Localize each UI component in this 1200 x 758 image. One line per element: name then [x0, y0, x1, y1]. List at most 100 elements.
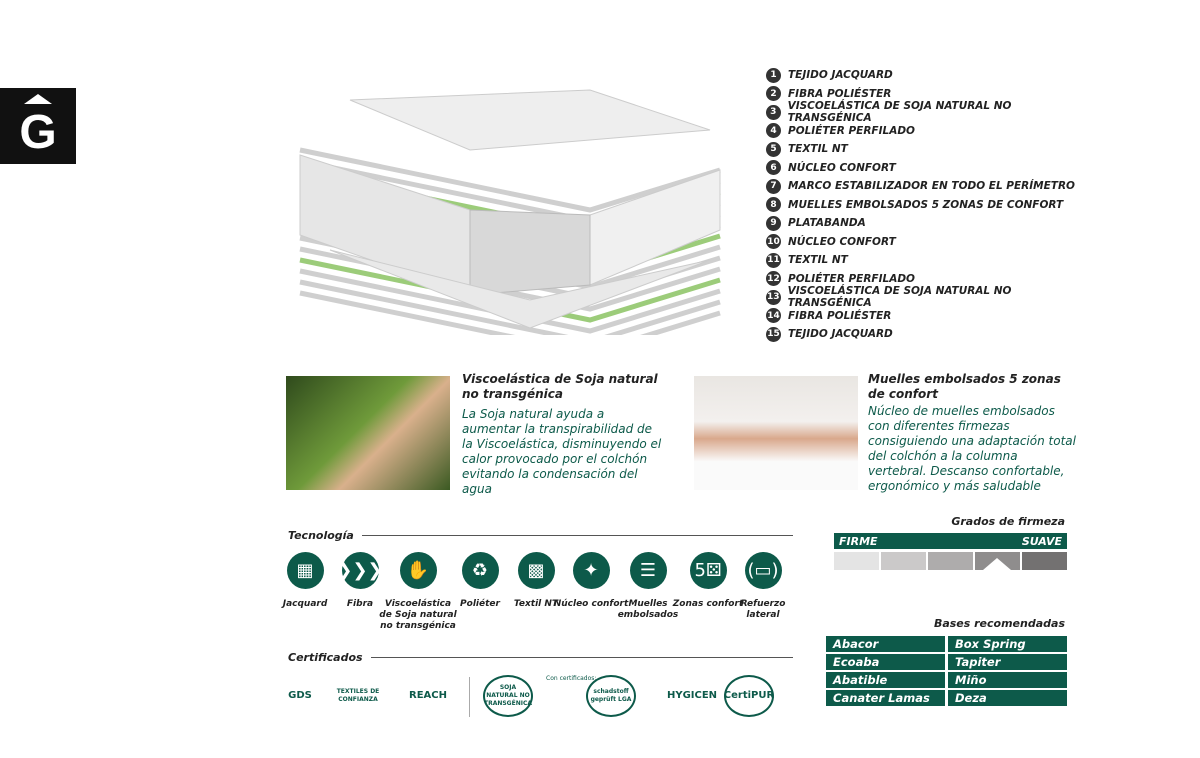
tech-item: ♻ Poliéter: [440, 552, 520, 610]
layer-number: 6: [766, 160, 781, 176]
certificate-logo: schadstoff geprüft LGA: [586, 675, 636, 717]
firmeza-scale: FIRME SUAVE: [834, 533, 1067, 549]
tech-label: Zonas confort: [672, 599, 744, 609]
layer-label: TEJIDO JACQUARD: [788, 328, 893, 341]
base-item: Tapiter: [948, 654, 1067, 670]
tech-label: Poliéter: [460, 599, 500, 609]
firmness-level-selected: [975, 552, 1020, 570]
firmness-level: [928, 552, 973, 570]
certificados-heading: Certificados: [288, 651, 793, 664]
mattress-illustration: [299, 89, 721, 335]
layer-label: POLIÉTER PERFILADO: [788, 124, 915, 137]
layer-item: 8 MUELLES EMBOLSADOS 5 ZONAS DE CONFORT: [760, 196, 1090, 215]
mattress-layer: [299, 147, 721, 213]
layer-item: 10 NÚCLEO CONFORT: [760, 233, 1090, 252]
divider: [469, 677, 470, 717]
feature-springs: Muelles embolsados 5 zonas de confort Nú…: [868, 372, 1078, 494]
mattress-layer: [299, 279, 721, 335]
tech-icon: ▩: [517, 552, 555, 589]
tech-label: Jacquard: [282, 599, 328, 609]
tech-label: Fibra: [346, 599, 374, 609]
layer-item: 5 TEXTIL NT: [760, 140, 1090, 159]
tech-icon: ▦: [286, 552, 324, 589]
mattress-layer: [299, 290, 721, 335]
firmness-level: [834, 552, 879, 570]
layer-number: 12: [766, 271, 781, 287]
layer-number: 11: [766, 252, 781, 268]
certificate-logo: HYGICEN: [666, 690, 718, 701]
layer-number: 15: [766, 326, 781, 342]
certificate-logo: TEXTILES DE CONFIANZA: [336, 688, 380, 703]
tech-icon: ♻: [461, 552, 499, 589]
layer-label: TEXTIL NT: [788, 143, 848, 156]
selected-marker-icon: [983, 558, 1011, 570]
layer-label: FIBRA POLIÉSTER: [788, 87, 892, 100]
layer-number: 8: [766, 197, 781, 213]
firmeza-title: Grados de firmeza: [951, 515, 1065, 528]
firmness-level: [881, 552, 926, 570]
tech-item: ❯❯❯ Fibra: [320, 552, 400, 610]
firm-label: FIRME: [839, 534, 878, 548]
base-item: Abatible: [826, 672, 945, 688]
tech-icon: (▭): [744, 552, 782, 589]
tech-icon: ❯❯❯: [337, 552, 383, 589]
tech-item: ✋ Viscoelástica de Soja natural no transg…: [378, 552, 458, 632]
layer-label: TEJIDO JACQUARD: [788, 69, 893, 82]
layer-item: 15 TEJIDO JACQUARD: [760, 325, 1090, 344]
tech-label: Textil NT: [513, 599, 559, 609]
tech-icon: ✦: [572, 552, 610, 589]
layer-label: TEXTIL NT: [788, 254, 848, 267]
brand-logo: G: [0, 88, 76, 164]
layer-number: 2: [766, 86, 781, 102]
feature-text: La Soja natural ayuda a aumentar la tran…: [462, 407, 662, 496]
layer-number: 13: [766, 289, 781, 305]
layer-item: 14 FIBRA POLIÉSTER: [760, 307, 1090, 326]
layer-label: MUELLES EMBOLSADOS 5 ZONAS DE CONFORT: [788, 198, 1064, 211]
layer-number: 4: [766, 123, 781, 139]
soy-leaf-photo: [286, 376, 450, 490]
mattress-layer: [299, 257, 721, 323]
base-item: Ecoaba: [826, 654, 945, 670]
layer-label: VISCOELÁSTICA DE SOJA NATURAL NO TRANSGÉ…: [787, 100, 1012, 125]
layer-number: 7: [766, 178, 781, 194]
certificate-logo: CertiPUR: [724, 675, 774, 717]
layer-label: NÚCLEO CONFORT: [788, 235, 896, 248]
layer-label: PLATABANDA: [788, 217, 866, 230]
tecnologia-heading: Tecnología: [288, 529, 793, 542]
layer-item: 4 POLIÉTER PERFILADO: [760, 122, 1090, 141]
layer-number: 10: [766, 234, 781, 250]
certificate-logo: SOJA NATURAL NO TRANSGÉNICA: [483, 675, 533, 717]
tech-item: 5⚄ Zonas confort: [668, 552, 748, 610]
feature-title: Muelles embolsados 5 zonas de confort: [868, 372, 1061, 401]
tech-icon: ☰: [629, 552, 667, 589]
with-cert-label: Con certificados:: [546, 675, 597, 682]
layer-label: FIBRA POLIÉSTER: [788, 309, 892, 322]
tech-label: Muelles embolsados: [617, 599, 679, 620]
layer-item: 12 POLIÉTER PERFILADO: [760, 270, 1090, 289]
layer-item: 9 PLATABANDA: [760, 214, 1090, 233]
mattress-layer: [299, 268, 721, 334]
layer-label: POLIÉTER PERFILADO: [788, 272, 915, 285]
layer-number: 14: [766, 308, 781, 324]
soft-label: SUAVE: [1021, 534, 1062, 548]
base-item: Miño: [948, 672, 1067, 688]
layer-item: 11 TEXTIL NT: [760, 251, 1090, 270]
certificate-logo: GDS: [288, 690, 312, 701]
tech-label: Núcleo confort: [553, 599, 629, 609]
base-item: Deza: [948, 690, 1067, 706]
tech-icon: ✋: [399, 552, 437, 589]
tech-item: ▦ Jacquard: [265, 552, 345, 610]
feature-text: Núcleo de muelles embolsados con diferen…: [868, 404, 1076, 493]
tech-label: Viscoelástica de Soja natural no transgé…: [379, 599, 457, 631]
layer-number: 5: [766, 141, 781, 157]
sleeping-person-photo: [694, 376, 858, 490]
tech-icon: 5⚄: [689, 552, 727, 589]
tech-item: ☰ Muelles embolsados: [608, 552, 688, 621]
layer-number: 9: [766, 215, 781, 231]
